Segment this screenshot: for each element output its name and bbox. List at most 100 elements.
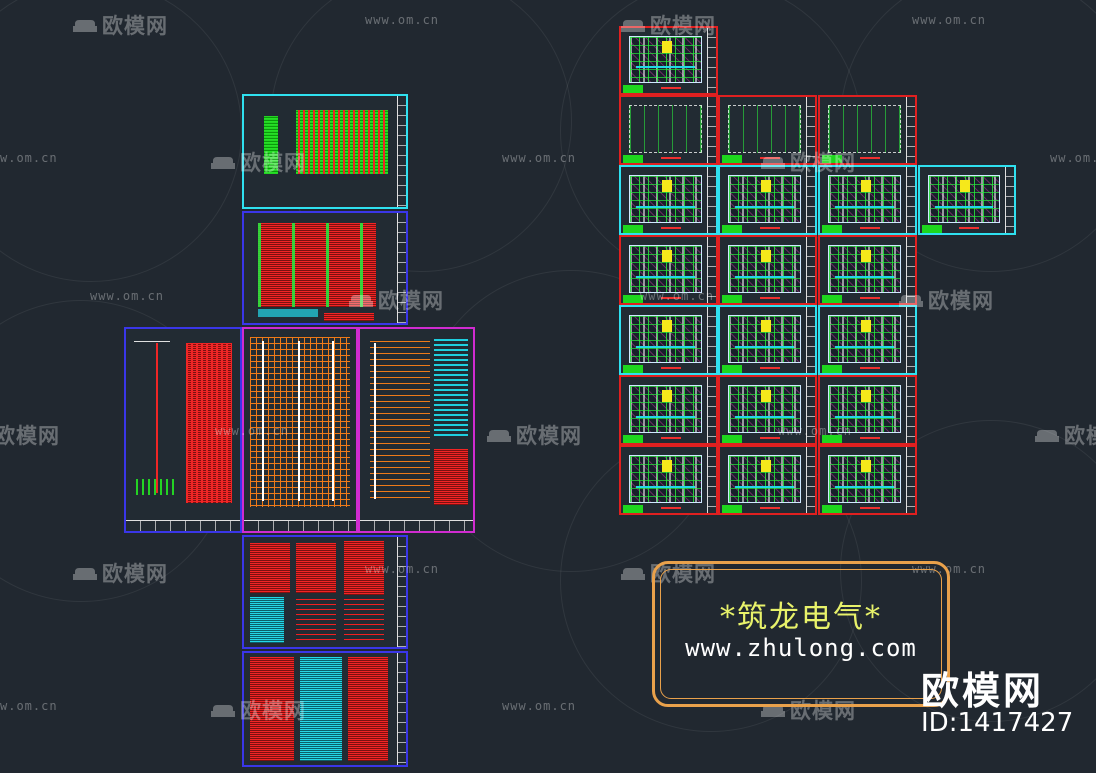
title-block bbox=[906, 377, 915, 443]
sheet-label bbox=[623, 505, 643, 513]
stair-core bbox=[861, 180, 871, 192]
watermark-brand-partial: 欧模网 bbox=[0, 424, 60, 448]
drawing-sheet-legend bbox=[242, 94, 408, 209]
sheet-label bbox=[623, 295, 643, 303]
floor-plan bbox=[828, 105, 901, 153]
drawing-sheet-notes bbox=[242, 211, 408, 325]
title-block bbox=[906, 237, 915, 303]
sofa-icon bbox=[210, 700, 236, 717]
sheet-label bbox=[722, 435, 742, 443]
floor-plan bbox=[629, 245, 702, 293]
stair-core bbox=[761, 460, 771, 472]
cable-tray bbox=[835, 416, 894, 418]
sheet-label bbox=[722, 295, 742, 303]
notes-block-green bbox=[258, 223, 376, 307]
sofa-icon bbox=[486, 425, 512, 442]
sheet-label bbox=[722, 225, 742, 233]
stair-core bbox=[761, 390, 771, 402]
title-block bbox=[707, 307, 716, 373]
cable-tray bbox=[835, 486, 894, 488]
floor-plan-sheet bbox=[619, 305, 718, 375]
watermark-brand: 欧模网 bbox=[486, 420, 582, 450]
floor-plan bbox=[629, 175, 702, 223]
sheet-title-line bbox=[760, 507, 780, 509]
floor-plan bbox=[629, 36, 702, 83]
floor-plan bbox=[728, 315, 801, 363]
floor-plan-sheet bbox=[818, 95, 917, 165]
floor-plan bbox=[828, 175, 901, 223]
sheet-label bbox=[722, 365, 742, 373]
title-block bbox=[707, 28, 716, 93]
title-block bbox=[806, 447, 815, 513]
notes-detail bbox=[258, 309, 318, 317]
title-block bbox=[397, 653, 406, 765]
title-block bbox=[806, 167, 815, 233]
system-block bbox=[296, 543, 336, 593]
stair-core bbox=[861, 320, 871, 332]
system-block bbox=[250, 657, 294, 761]
stair-core bbox=[662, 390, 672, 402]
cable-tray bbox=[835, 276, 894, 278]
stair-core bbox=[662, 41, 672, 53]
title-block bbox=[244, 520, 356, 531]
floor-plan-sheet bbox=[818, 445, 917, 515]
sheet-label bbox=[822, 225, 842, 233]
floor-plan-sheet bbox=[718, 165, 817, 235]
sofa-icon bbox=[1034, 425, 1060, 442]
system-block-cyan bbox=[300, 657, 342, 761]
title-block bbox=[906, 307, 915, 373]
system-block bbox=[344, 599, 384, 643]
sheet-title-line bbox=[661, 507, 681, 509]
system-block bbox=[250, 543, 290, 593]
title-block bbox=[806, 97, 815, 163]
title-block bbox=[707, 377, 716, 443]
floor-plan bbox=[728, 455, 801, 503]
riser-table bbox=[434, 449, 468, 505]
sheet-title-line bbox=[760, 297, 780, 299]
sheet-title-line bbox=[760, 367, 780, 369]
stair-core bbox=[861, 390, 871, 402]
floor-plan-sheet bbox=[718, 95, 817, 165]
title-block bbox=[126, 520, 240, 531]
stair-core bbox=[662, 460, 672, 472]
sheet-title-line bbox=[860, 297, 880, 299]
stair-core bbox=[662, 180, 672, 192]
stair-core bbox=[861, 460, 871, 472]
sofa-icon bbox=[210, 152, 236, 169]
stair-core bbox=[662, 320, 672, 332]
floor-plan-sheet bbox=[619, 235, 718, 305]
title-block bbox=[806, 237, 815, 303]
floor-plan-sheet bbox=[619, 165, 718, 235]
floor-plan-sheet bbox=[619, 445, 718, 515]
floor-plan bbox=[828, 455, 901, 503]
title-block bbox=[806, 377, 815, 443]
watermark-brand: 欧模网 bbox=[72, 10, 168, 40]
cable-tray bbox=[636, 346, 695, 348]
system-block bbox=[348, 657, 388, 761]
title-block bbox=[906, 447, 915, 513]
floor-plan bbox=[728, 385, 801, 433]
cable-tray bbox=[835, 206, 894, 208]
stair-core bbox=[761, 250, 771, 262]
watermark-url: www.om.cn bbox=[365, 13, 440, 27]
stair-core bbox=[761, 180, 771, 192]
floor-plan-sheet bbox=[818, 375, 917, 445]
cable-tray bbox=[636, 276, 695, 278]
title-block bbox=[397, 537, 406, 647]
floor-plan-sheet bbox=[818, 165, 917, 235]
riser-base bbox=[136, 479, 176, 495]
drawing-sheet-system-2 bbox=[242, 651, 408, 767]
cable-tray bbox=[636, 66, 695, 68]
stair-core bbox=[662, 250, 672, 262]
cable-tray bbox=[935, 206, 993, 208]
floor-plan-sheet bbox=[718, 375, 817, 445]
sofa-icon bbox=[72, 563, 98, 580]
sheet-label bbox=[822, 365, 842, 373]
watermark-url: www.om.cn bbox=[502, 151, 577, 165]
cable-tray bbox=[636, 486, 695, 488]
floor-plan-sheet bbox=[619, 26, 718, 95]
sheet-label bbox=[822, 295, 842, 303]
sheet-label bbox=[623, 225, 643, 233]
notes-detail bbox=[324, 313, 374, 321]
